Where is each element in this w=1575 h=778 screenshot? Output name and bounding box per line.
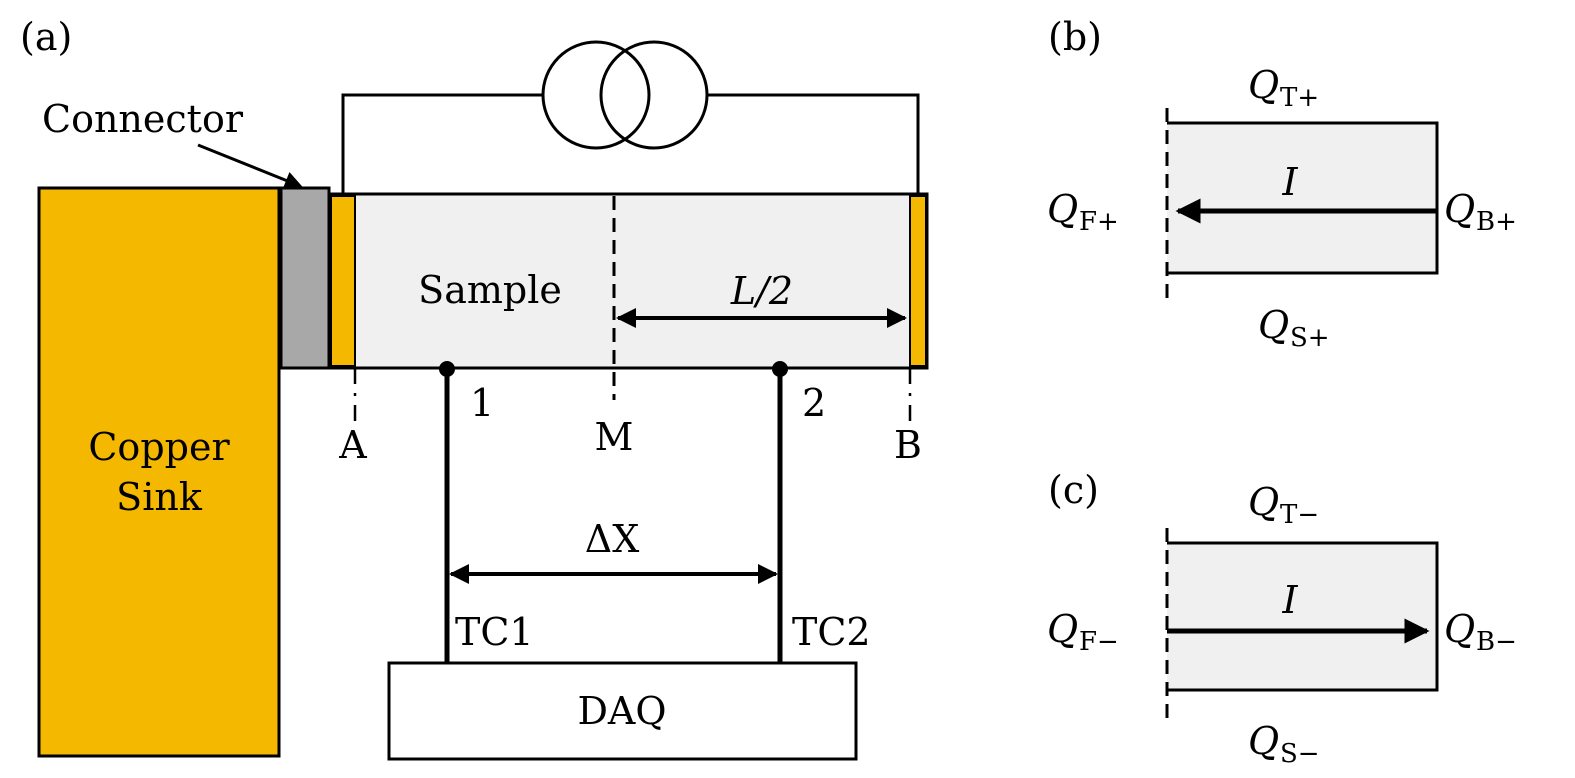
connector-pointer-arrow <box>197 143 303 189</box>
svg-text:Q: Q <box>1248 63 1279 107</box>
svg-text:Q: Q <box>1047 607 1078 651</box>
svg-text:F−: F− <box>1079 627 1119 657</box>
connector-block <box>279 186 331 370</box>
tc-point-2-label: 2 <box>802 381 826 425</box>
svg-text:S+: S+ <box>1290 323 1330 353</box>
connector-label: Connector <box>42 97 244 141</box>
svg-text:Q: Q <box>1444 607 1475 651</box>
heat-flux-bottom-b: Q S+ <box>1258 303 1330 353</box>
heat-flux-right-c: Q B− <box>1444 607 1517 657</box>
tc1-label: TC1 <box>455 610 534 654</box>
heat-flux-top-c: Q T− <box>1248 480 1319 530</box>
tc2-label: TC2 <box>792 610 871 654</box>
svg-text:Q: Q <box>1248 719 1279 763</box>
svg-text:B−: B− <box>1476 627 1517 657</box>
svg-text:Q: Q <box>1047 187 1078 231</box>
right-electrode <box>909 195 927 367</box>
delta-x-label: ΔX <box>585 517 640 561</box>
svg-text:T−: T− <box>1280 500 1319 530</box>
svg-text:Q: Q <box>1248 480 1279 524</box>
sample-label: Sample <box>418 268 562 312</box>
heat-flux-bottom-c: Q S− <box>1248 719 1320 769</box>
left-electrode <box>330 195 356 367</box>
svg-text:F+: F+ <box>1079 207 1119 237</box>
heat-flux-left-b: Q F+ <box>1047 187 1119 237</box>
svg-text:B+: B+ <box>1476 207 1517 237</box>
svg-text:S−: S− <box>1280 739 1320 769</box>
copper-sink <box>37 186 281 758</box>
current-source-icon <box>541 40 709 150</box>
control-volume-b-border <box>1167 121 1439 275</box>
control-volume-c-border <box>1167 541 1439 692</box>
copper-sink-label-line1: Copper <box>88 425 230 469</box>
circuit-wire-left <box>341 93 543 194</box>
daq-box <box>387 661 858 761</box>
svg-text:T+: T+ <box>1280 83 1319 113</box>
panel-a: (a) Connector Copper Sink Sample L/2 <box>20 15 929 761</box>
heat-flux-right-b: Q B+ <box>1444 187 1517 237</box>
circuit-wire-right <box>707 93 920 194</box>
point-m-label: M <box>595 415 634 459</box>
panel-c: (c) I Q T− Q S− Q F− Q B− <box>1047 468 1517 769</box>
svg-text:Q: Q <box>1258 303 1289 347</box>
daq-label: DAQ <box>577 689 666 733</box>
current-label-c: I <box>1281 578 1298 622</box>
heat-flux-left-c: Q F− <box>1047 607 1119 657</box>
sample-bar <box>327 192 929 370</box>
panel-c-label: (c) <box>1048 468 1099 512</box>
panel-b-label: (b) <box>1048 15 1102 59</box>
svg-text:Q: Q <box>1444 187 1475 231</box>
heat-flux-top-b: Q T+ <box>1248 63 1319 113</box>
current-label-b: I <box>1281 160 1298 204</box>
control-volume-c <box>1167 543 1437 690</box>
copper-sink-label-line2: Sink <box>116 475 203 519</box>
tc-point-1-label: 1 <box>470 381 494 425</box>
point-a-label: A <box>338 423 367 467</box>
point-b-label: B <box>894 423 922 467</box>
panel-a-label: (a) <box>20 15 72 59</box>
half-length-label: L/2 <box>730 269 793 313</box>
panel-b: (b) I Q T+ Q S+ Q F+ Q B+ <box>1047 15 1517 353</box>
control-volume-b <box>1167 123 1437 273</box>
